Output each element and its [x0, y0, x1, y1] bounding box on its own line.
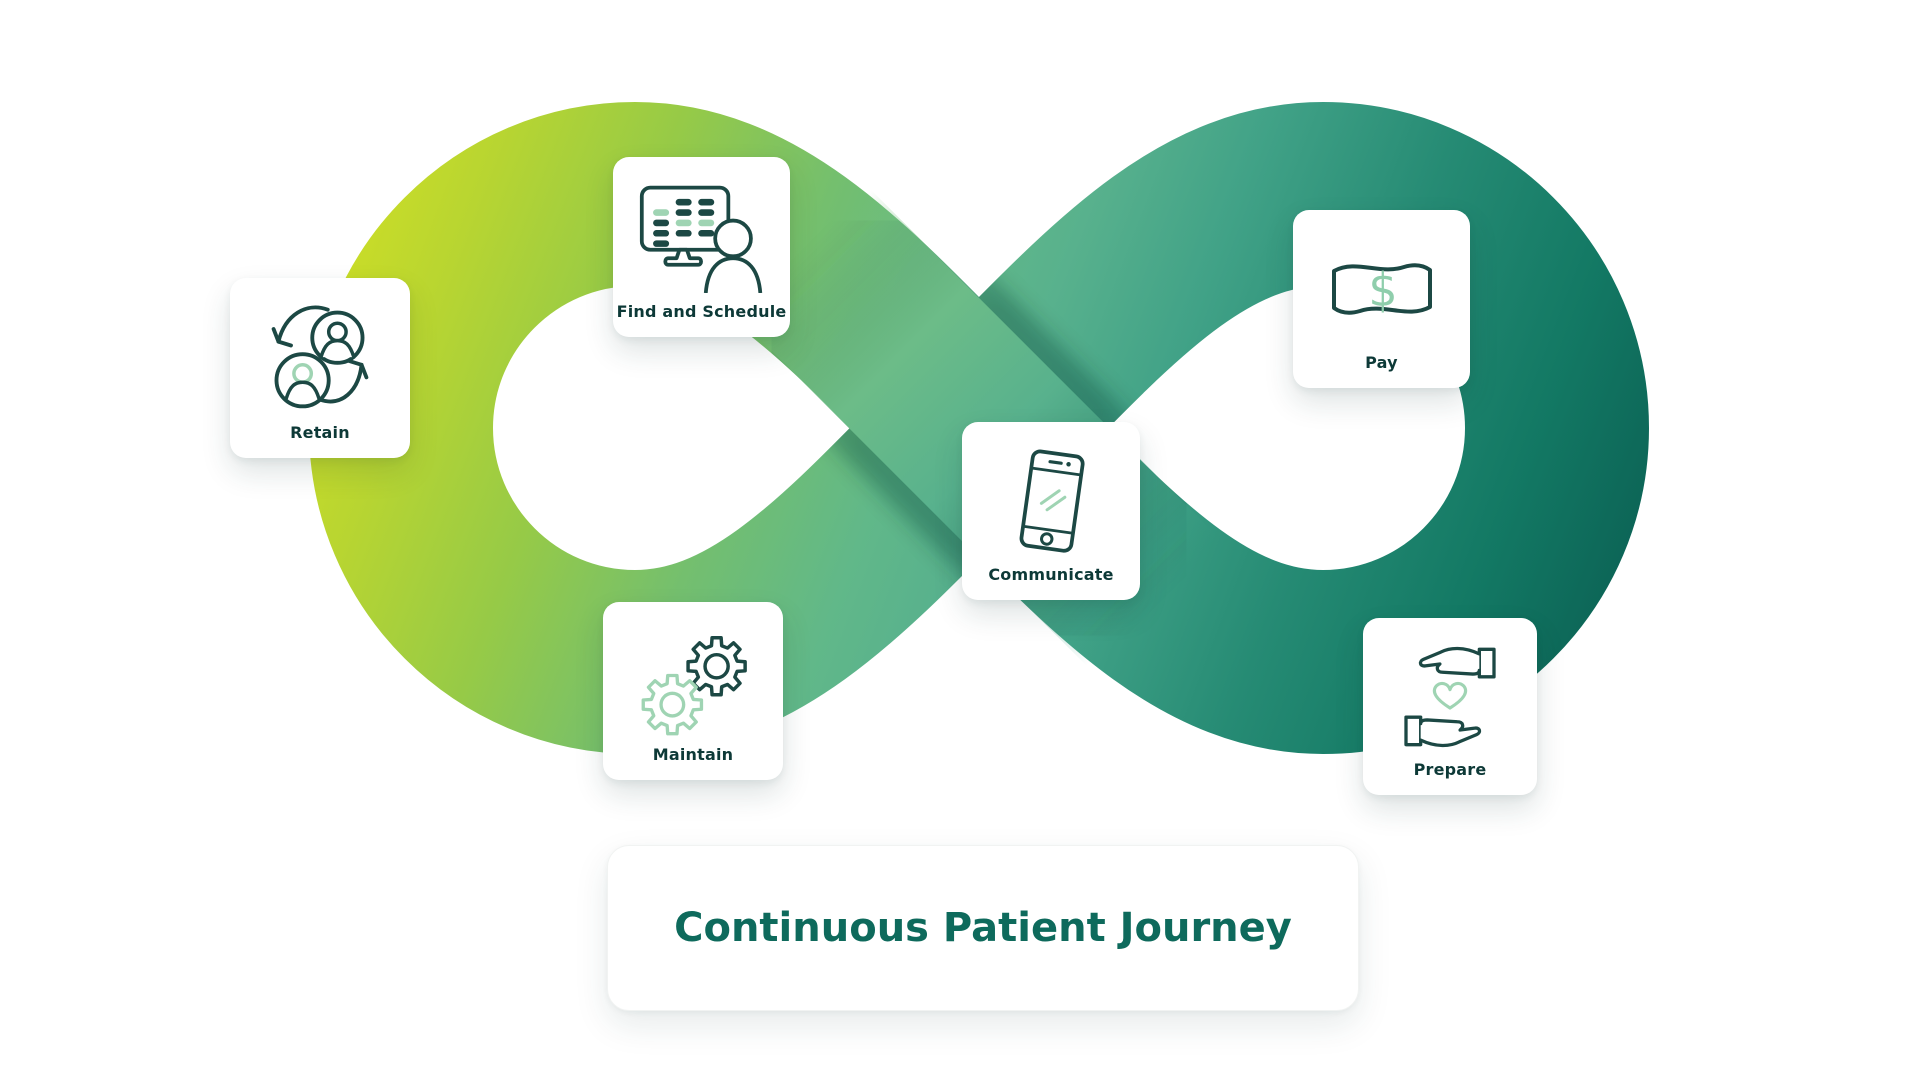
- smartphone-icon: [970, 438, 1132, 566]
- card-retain: Retain: [230, 278, 410, 458]
- card-maintain: Maintain: [603, 602, 783, 780]
- title-box: Continuous Patient Journey: [607, 845, 1359, 1011]
- card-label: Retain: [290, 422, 350, 442]
- card-label: Find and Schedule: [616, 301, 787, 321]
- card-pay: $ Pay: [1293, 210, 1470, 388]
- page-title: Continuous Patient Journey: [674, 905, 1292, 951]
- card-find-and-schedule: Find and Schedule: [613, 157, 790, 337]
- card-label: Prepare: [1413, 759, 1487, 779]
- banknote-dollar-icon: $: [1301, 226, 1462, 354]
- card-label: Communicate: [988, 564, 1114, 584]
- hands-heart-icon: [1371, 634, 1529, 761]
- card-label: Maintain: [652, 744, 734, 764]
- svg-text:$: $: [1368, 263, 1397, 317]
- card-label: Pay: [1365, 352, 1398, 372]
- people-cycle-icon: [238, 294, 402, 424]
- monitor-schedule-icon: [621, 173, 782, 303]
- schedule-blocks: [652, 199, 714, 248]
- gears-icon: [611, 618, 775, 746]
- card-prepare: Prepare: [1363, 618, 1537, 795]
- card-communicate: Communicate: [962, 422, 1140, 600]
